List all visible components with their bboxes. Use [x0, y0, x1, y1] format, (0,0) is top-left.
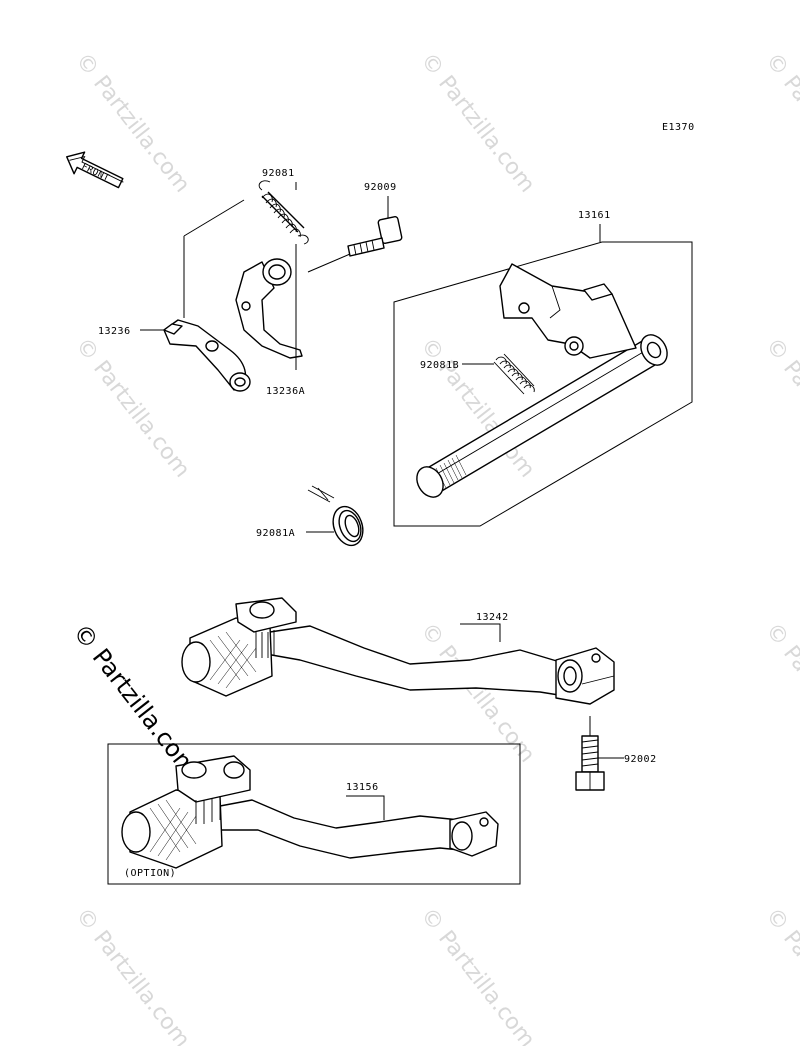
- leader-13242: [460, 623, 501, 642]
- watermark: © Partzilla.com: [415, 48, 539, 197]
- spring-92081: [258, 180, 309, 245]
- label-13242: 13242: [476, 612, 509, 623]
- watermark: © Partzilla.com: [415, 618, 539, 767]
- label-13236A: 13236A: [266, 386, 305, 397]
- knurl-pattern: [209, 631, 257, 689]
- leader-13156: [346, 795, 385, 820]
- watermark: © Partzilla.com: [415, 903, 539, 1046]
- watermark-grid: © Partzilla.com © Partzilla.com © Partzi…: [70, 48, 800, 1046]
- shaft-box-13161: [393, 224, 693, 527]
- label-92009: 92009: [364, 182, 397, 193]
- diagram-code: E1370: [662, 122, 695, 133]
- label-92081A: 92081A: [256, 528, 295, 539]
- label-13236: 13236: [98, 326, 131, 337]
- watermark: © Partzilla.com: [760, 618, 800, 767]
- arm-13236: [163, 319, 251, 392]
- label-13161: 13161: [578, 210, 611, 221]
- watermark: © Partzilla.com: [760, 333, 800, 482]
- bracket-13236A: [235, 258, 303, 359]
- spring-92081B: [493, 353, 535, 395]
- watermark: © Partzilla.com: [70, 903, 194, 1046]
- shift-pedal-13156: [121, 755, 499, 869]
- watermark: © Partzilla.com: [760, 903, 800, 1046]
- label-13156: 13156: [346, 782, 379, 793]
- leader-lines-top-left: [140, 182, 389, 370]
- watermark-dark: © Partzilla.com: [67, 618, 203, 781]
- label-92081B: 92081B: [420, 360, 459, 371]
- label-92002: 92002: [624, 754, 657, 765]
- shift-pedal-13242: [181, 597, 615, 705]
- label-92081: 92081: [262, 168, 295, 179]
- watermark: © Partzilla.com: [70, 333, 194, 482]
- spring-92081A: [307, 485, 364, 547]
- bolt-92009: [347, 216, 403, 257]
- front-arrow-icon: FRONT: [66, 151, 124, 189]
- shift-shaft: [416, 263, 668, 498]
- bolt-92002: [575, 716, 605, 791]
- option-label: (OPTION): [124, 868, 176, 879]
- watermark: © Partzilla.com: [760, 48, 800, 197]
- option-box: [107, 743, 521, 885]
